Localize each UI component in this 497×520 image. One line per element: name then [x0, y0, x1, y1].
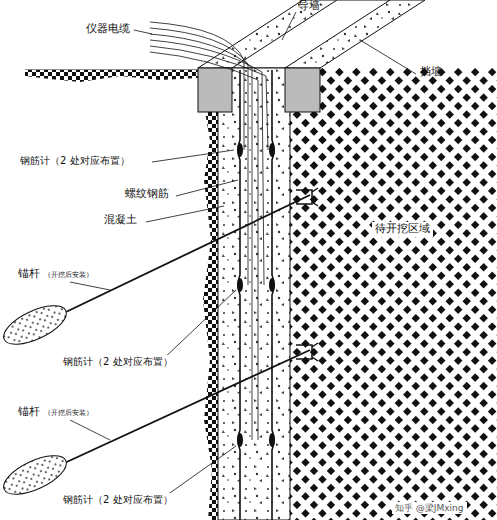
gauge-label: 钢筋计（2 处对应布置）	[60, 355, 176, 369]
soil-edge-wall	[203, 112, 218, 520]
rebar-gauge	[237, 143, 275, 447]
soil-edge	[25, 70, 198, 82]
trench-top	[232, 0, 390, 68]
anchor-note: （开挖后安装）	[44, 409, 93, 417]
anchor-label: 锚杆	[18, 406, 40, 419]
anchor-label: 锚杆	[18, 268, 40, 281]
leader-line	[70, 12, 416, 500]
gauge-label: 钢筋计（2 处对应布置）	[20, 155, 130, 167]
rebar-label: 螺纹钢筋	[125, 188, 169, 201]
guide-wall-label: 导墙	[298, 0, 320, 13]
cable-label: 仪器电缆	[86, 23, 130, 36]
guide-wall	[198, 68, 232, 112]
rebar	[238, 70, 274, 520]
anchor-note: （开挖后安装）	[44, 271, 93, 279]
diaphragm-wall	[218, 68, 290, 520]
region-label: 待开挖区域	[372, 222, 433, 237]
guide-wall	[285, 68, 320, 112]
gauge-label: 钢筋计（2 处对应布置）	[60, 493, 176, 507]
excavation-hatch	[290, 68, 497, 520]
watermark: 知乎 @梁JMxing	[392, 502, 467, 514]
concrete-label: 混凝土	[104, 214, 137, 227]
anchor	[0, 188, 318, 502]
retaining-wall-label: 挡墙	[420, 66, 442, 79]
